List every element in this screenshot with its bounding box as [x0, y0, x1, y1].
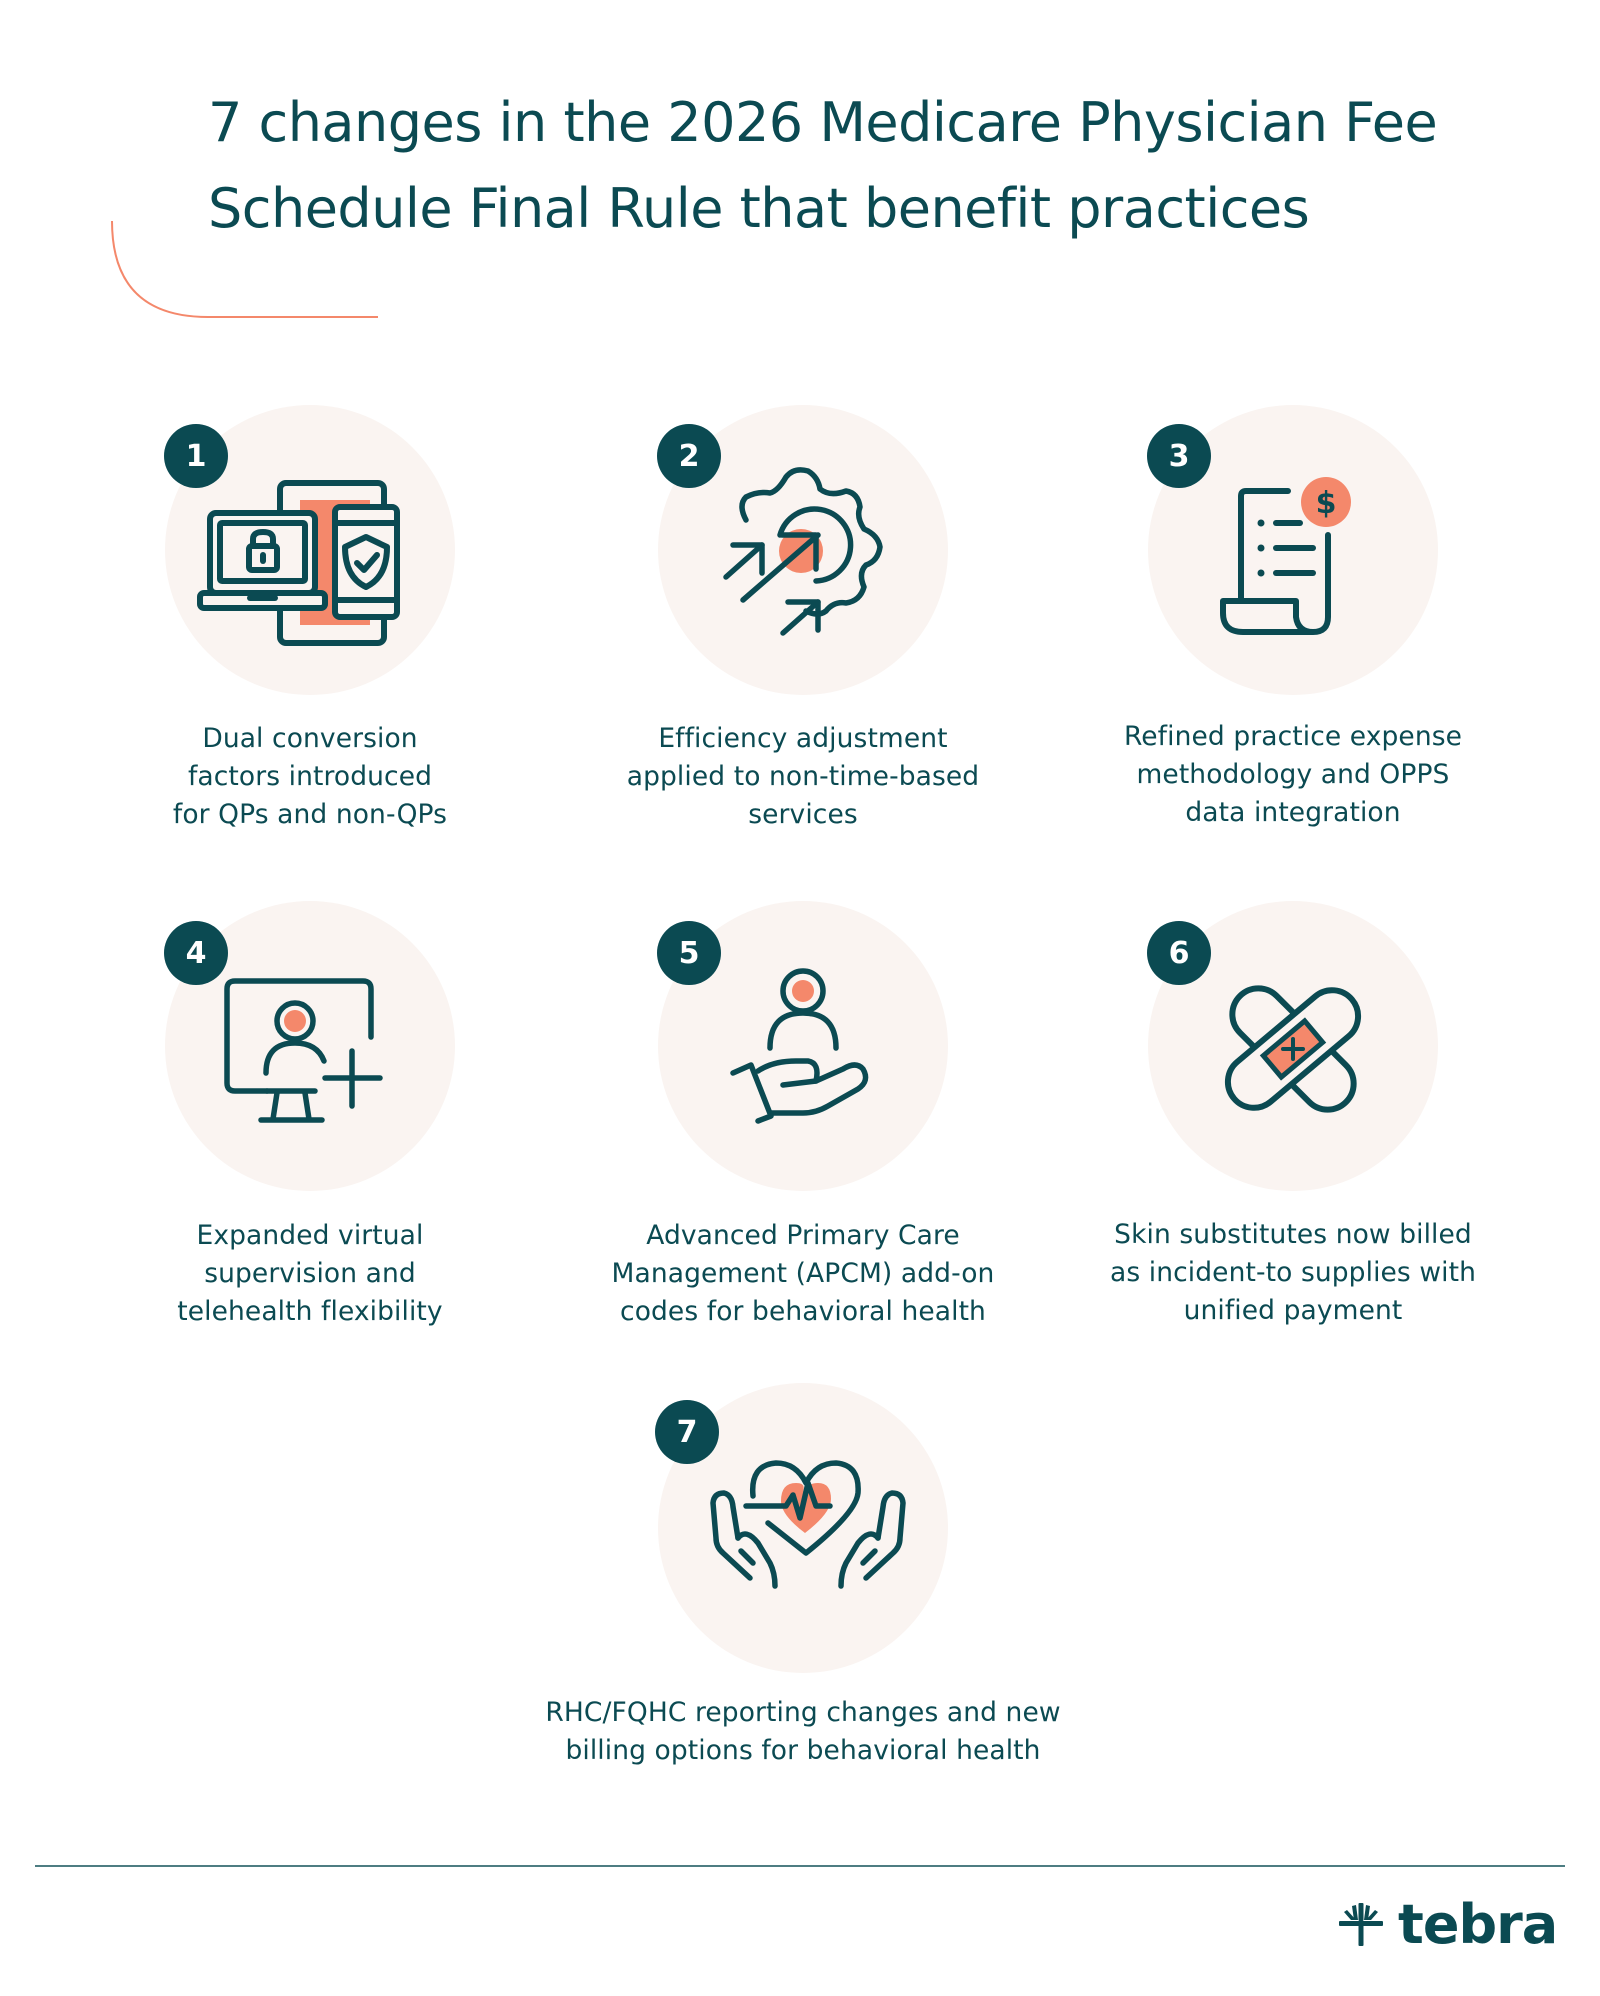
- item-caption: Advanced Primary Care Management (APCM) …: [611, 1220, 995, 1327]
- monitor-user-plus-icon: [224, 978, 383, 1123]
- number-badge: 4: [164, 921, 228, 985]
- number-badge: 7: [655, 1400, 719, 1464]
- item-caption: Dual conversion factors introduced for Q…: [172, 723, 448, 830]
- change-item-3: $ 3 Refined practice expense methodology…: [1073, 400, 1513, 840]
- gear-efficiency-arrows-icon: [723, 467, 883, 636]
- change-item-1: 1 Dual conversion factors introduced for…: [90, 400, 530, 840]
- svg-text:$: $: [1316, 486, 1337, 521]
- hands-heart-heartbeat-icon: [710, 1460, 906, 1589]
- change-item-2: 2 Efficiency adjustment applied to non-t…: [583, 400, 1023, 840]
- change-item-7: 7 RHC/FQHC reporting changes and new bil…: [493, 1378, 1113, 1798]
- change-item-4: 4 Expanded virtual supervision and teleh…: [90, 895, 530, 1335]
- devices-security-icon: [197, 480, 400, 646]
- title-line-1: 7 changes in the 2026 Medicare Physician…: [208, 91, 1438, 154]
- change-item-6: 6 Skin substitutes now billed as inciden…: [1073, 895, 1513, 1335]
- hand-holding-person-icon: [730, 968, 869, 1124]
- number-badge: 6: [1147, 921, 1211, 985]
- number-badge: 2: [657, 424, 721, 488]
- decorative-arc: [111, 220, 378, 318]
- brand-name: tebra: [1398, 1893, 1558, 1956]
- crossed-bandages-icon: [1224, 985, 1362, 1113]
- item-caption: Efficiency adjustment applied to non-tim…: [626, 723, 980, 830]
- number-badge: 5: [657, 921, 721, 985]
- footer-divider: [35, 1865, 1565, 1867]
- tebra-tree-icon: [1339, 1903, 1383, 1946]
- number-badge: 1: [164, 424, 228, 488]
- item-caption: RHC/FQHC reporting changes and new billi…: [545, 1697, 1061, 1766]
- change-item-5: 5 Advanced Primary Care Management (APCM…: [583, 895, 1023, 1335]
- receipt-dollar-icon: $: [1220, 477, 1351, 635]
- tebra-logo: tebra: [1336, 1893, 1558, 1956]
- number-badge: 3: [1147, 424, 1211, 488]
- title-line-2: Schedule Final Rule that benefit practic…: [208, 177, 1310, 240]
- page-title: 7 changes in the 2026 Medicare Physician…: [208, 80, 1528, 252]
- item-caption: Expanded virtual supervision and telehea…: [177, 1220, 443, 1327]
- item-caption: Refined practice expense methodology and…: [1123, 721, 1463, 828]
- item-caption: Skin substitutes now billed as incident-…: [1110, 1219, 1476, 1326]
